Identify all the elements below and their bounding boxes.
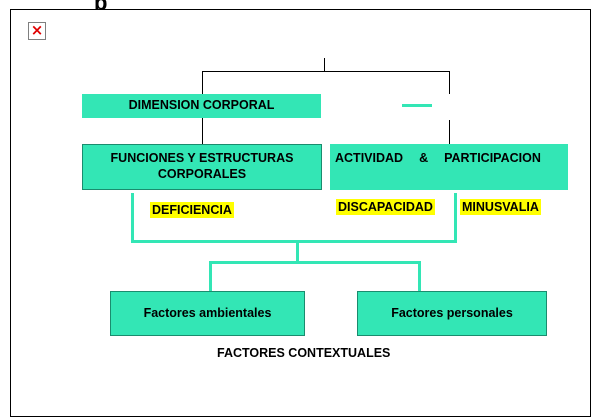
- discapacidad-tag: DISCAPACIDAD: [336, 199, 435, 215]
- right-drop-line: [449, 71, 450, 94]
- green-left-branch: [209, 261, 212, 291]
- left-drop-line: [202, 71, 203, 94]
- green-branch-bar: [209, 261, 421, 264]
- participacion-label: PARTICIPACION: [444, 151, 541, 165]
- top-stem-line: [324, 58, 325, 72]
- left-green-drop: [131, 193, 134, 243]
- deficiencia-tag: DEFICIENCIA: [150, 202, 234, 218]
- factores-ambientales-box: Factores ambientales: [110, 291, 305, 336]
- factores-personales-box: Factores personales: [357, 291, 547, 336]
- dimension-corporal-label: DIMENSION CORPORAL: [128, 98, 275, 113]
- funciones-box: FUNCIONES Y ESTRUCTURAS CORPORALES: [82, 144, 322, 190]
- ampersand-label: &: [419, 151, 429, 165]
- green-dash: [402, 104, 432, 107]
- green-horizontal-bar: [131, 240, 457, 243]
- green-center-stem: [296, 243, 299, 263]
- factores-personales-label: Factores personales: [391, 305, 513, 320]
- green-right-branch: [418, 261, 421, 291]
- left-mid-line: [202, 118, 203, 144]
- funciones-label-line1: FUNCIONES Y ESTRUCTURAS: [110, 151, 294, 166]
- factores-contextuales-caption: FACTORES CONTEXTUALES: [217, 346, 391, 360]
- dimension-corporal-box: DIMENSION CORPORAL: [82, 94, 321, 118]
- actividad-label: ACTIVIDAD: [335, 151, 404, 165]
- right-green-drop: [454, 193, 457, 243]
- factores-ambientales-label: Factores ambientales: [143, 305, 272, 320]
- top-horizontal-line: [202, 71, 450, 72]
- broken-image-icon: ×: [28, 22, 46, 40]
- right-mid-line: [449, 120, 450, 144]
- minusvalia-tag: MINUSVALIA: [460, 199, 541, 215]
- actividad-participacion-box: ACTIVIDAD & PARTICIPACION: [330, 144, 568, 190]
- funciones-label-line2: CORPORALES: [157, 167, 247, 181]
